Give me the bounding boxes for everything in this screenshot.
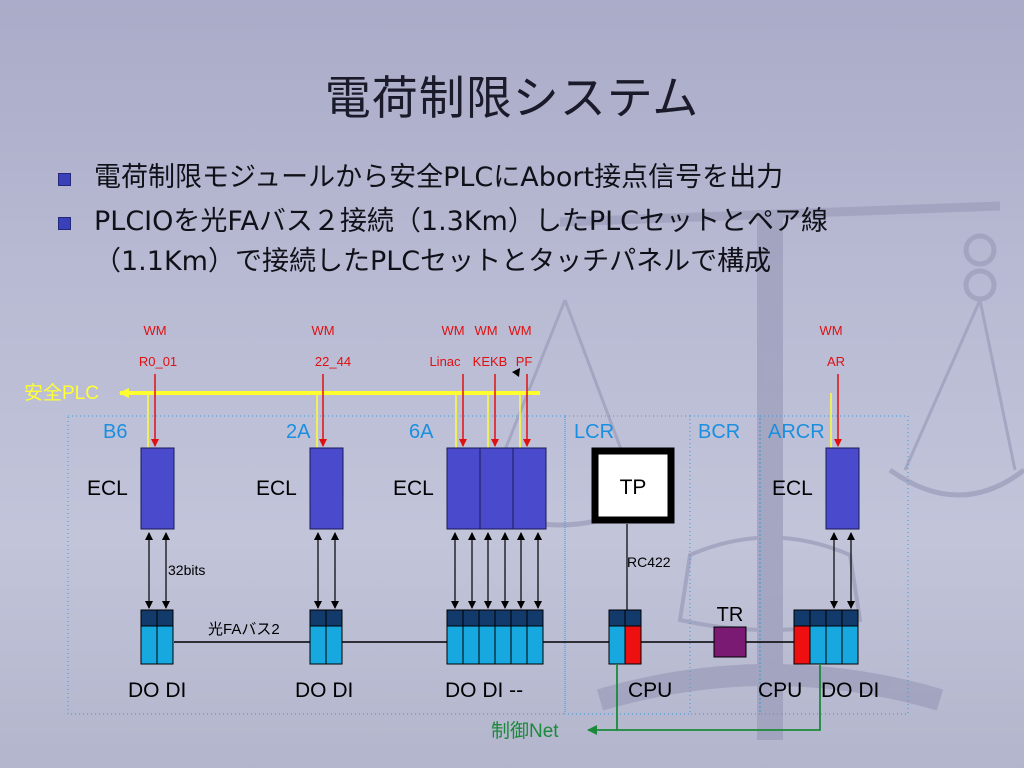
io-label-b6: DO DI (128, 679, 186, 702)
wm-label-linac: WM (441, 323, 464, 338)
bullet-list: 電荷制限モジュールから安全PLCにAbort接点信号を出力 PLCIOを光FAバ… (52, 158, 972, 286)
wm-label-ar: WM (819, 323, 842, 338)
slide-title: 電荷制限システム (324, 71, 700, 125)
monitor-label-ar: AR (827, 354, 845, 369)
touch-panel-label: TP (620, 476, 647, 499)
location-box-bcr (689, 415, 761, 715)
ecl-module-2a (309, 447, 344, 530)
io-label-lcr-cpu: CPU (628, 679, 672, 702)
safety-plc-label: 安全PLC (24, 382, 99, 404)
bullet-square-icon (58, 173, 71, 186)
location-label-lcr: LCR (574, 421, 614, 443)
location-label-b6: B6 (103, 421, 127, 443)
io-group-6a (446, 609, 544, 665)
bullet-text-line-2: （1.1Km）で接続したPLCセットとタッチパネルで構成 (94, 246, 772, 277)
tr-label: TR (717, 604, 744, 626)
bullet-square-icon (58, 217, 71, 230)
io-label-2a: DO DI (295, 679, 353, 702)
control-net-line (616, 664, 821, 731)
io-label-6a: DO DI -- (445, 679, 523, 702)
ecl-label-6a: ECL (393, 477, 434, 500)
monitor-label-22-44: 22_44 (315, 354, 351, 369)
io-group-arcr (793, 609, 859, 665)
monitor-label-r0-01: R0_01 (139, 354, 177, 369)
ecl-module-b6 (140, 447, 175, 530)
io-label-arcr-io: DO DI (821, 679, 879, 702)
ecl-module-arcr (825, 447, 860, 530)
location-label-2a: 2A (286, 421, 311, 443)
bullet-item-plc-configuration: PLCIOを光FAバス２接続（1.3Km）したPLCセットとペア線 （1.1Km… (52, 202, 972, 282)
wm-label-r0: WM (143, 323, 166, 338)
bullet-text-line-1: PLCIOを光FAバス２接続（1.3Km）したPLCセットとペア線 (94, 206, 829, 237)
monitor-label-linac: Linac (429, 354, 461, 369)
io-group-2a (309, 609, 343, 665)
pointer-triangle-icon (512, 368, 520, 377)
tr-module (713, 626, 747, 658)
control-net-label: 制御Net (491, 720, 559, 742)
rc422-label: RC422 (627, 554, 671, 570)
ecl-label-2a: ECL (256, 477, 297, 500)
ecl-label-arcr: ECL (772, 477, 813, 500)
bits-label: 32bits (168, 562, 205, 578)
location-label-6a: 6A (409, 421, 434, 443)
wm-label-kekb: WM (474, 323, 497, 338)
bullet-text: 電荷制限モジュールから安全PLCにAbort接点信号を出力 (94, 162, 784, 193)
ecl-label-b6: ECL (87, 477, 128, 500)
location-box-lcr (564, 415, 691, 715)
bullet-item-abort-output: 電荷制限モジュールから安全PLCにAbort接点信号を出力 (52, 158, 972, 198)
fiber-bus-label: 光FAバス2 (208, 621, 280, 638)
location-label-bcr: BCR (698, 421, 740, 443)
io-group-b6 (140, 609, 174, 665)
ecl-module-6a-pf (512, 447, 547, 530)
monitor-label-pf: PF (516, 354, 533, 369)
monitor-label-kekb: KEKB (473, 354, 508, 369)
ecl-module-6a-kekb (479, 447, 514, 530)
location-box-arcr (759, 415, 909, 715)
touch-panel (591, 447, 675, 524)
location-label-arcr: ARCR (768, 421, 825, 443)
io-group-lcr (608, 609, 642, 665)
ecl-module-6a-linac (446, 447, 481, 530)
wm-label-22: WM (311, 323, 334, 338)
wm-label-pf: WM (508, 323, 531, 338)
io-label-arcr-cpu: CPU (758, 679, 802, 702)
